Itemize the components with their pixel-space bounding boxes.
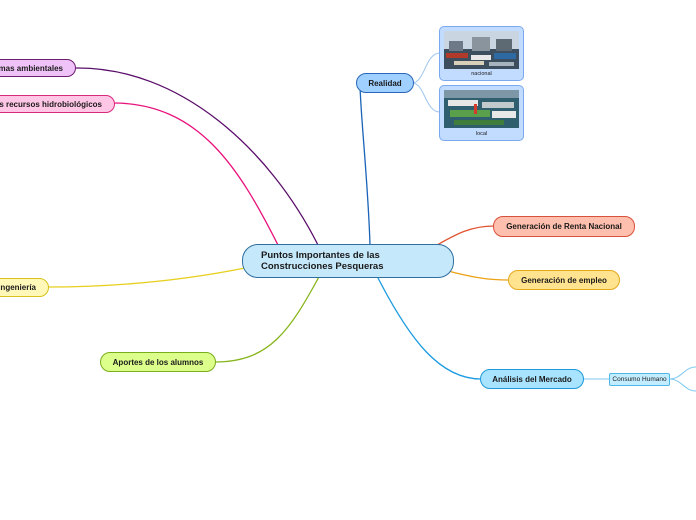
edge-consumo-out-2	[669, 379, 696, 391]
image-node-local[interactable]: local	[439, 85, 524, 141]
edge-empleo	[448, 271, 508, 280]
branch-realidad[interactable]: Realidad	[356, 73, 414, 93]
edge-mercado	[378, 278, 481, 379]
branch-renta-nacional[interactable]: Generación de Renta Nacional	[493, 216, 635, 237]
edge-ambientales	[74, 68, 318, 245]
harbor-photo-nacional	[444, 31, 519, 69]
edge-ingenieria	[48, 268, 245, 287]
edge-local	[412, 83, 440, 112]
branch-analisis-mercado[interactable]: Análisis del Mercado	[480, 369, 584, 389]
image-node-nacional[interactable]: nacional	[439, 26, 524, 81]
subtopic-consumo-humano[interactable]: Consumo Humano	[609, 373, 670, 386]
image-caption-nacional: nacional	[440, 71, 523, 77]
edge-renta	[437, 226, 494, 245]
branch-temas-ambientales[interactable]: mas ambientales	[0, 59, 76, 77]
edge-realidad	[360, 83, 370, 245]
edge-nacional	[412, 53, 440, 83]
central-topic[interactable]: Puntos Importantes de las Construcciones…	[242, 244, 454, 278]
branch-generacion-empleo[interactable]: Generación de empleo	[508, 270, 620, 290]
central-topic-label: Puntos Importantes de las Construcciones…	[261, 250, 411, 272]
edge-aportes	[215, 275, 320, 362]
branch-aportes-alumnos[interactable]: Aportes de los alumnos	[100, 352, 216, 372]
branch-recursos-hidrobiologicos[interactable]: s recursos hidrobiológicos	[0, 95, 115, 113]
edge-hidro	[113, 103, 278, 245]
edge-consumo-out-1	[669, 367, 696, 379]
branch-ingenieria[interactable]: ingeniería	[0, 278, 49, 297]
harbor-photo-local	[444, 90, 519, 128]
image-caption-local: local	[440, 131, 523, 137]
